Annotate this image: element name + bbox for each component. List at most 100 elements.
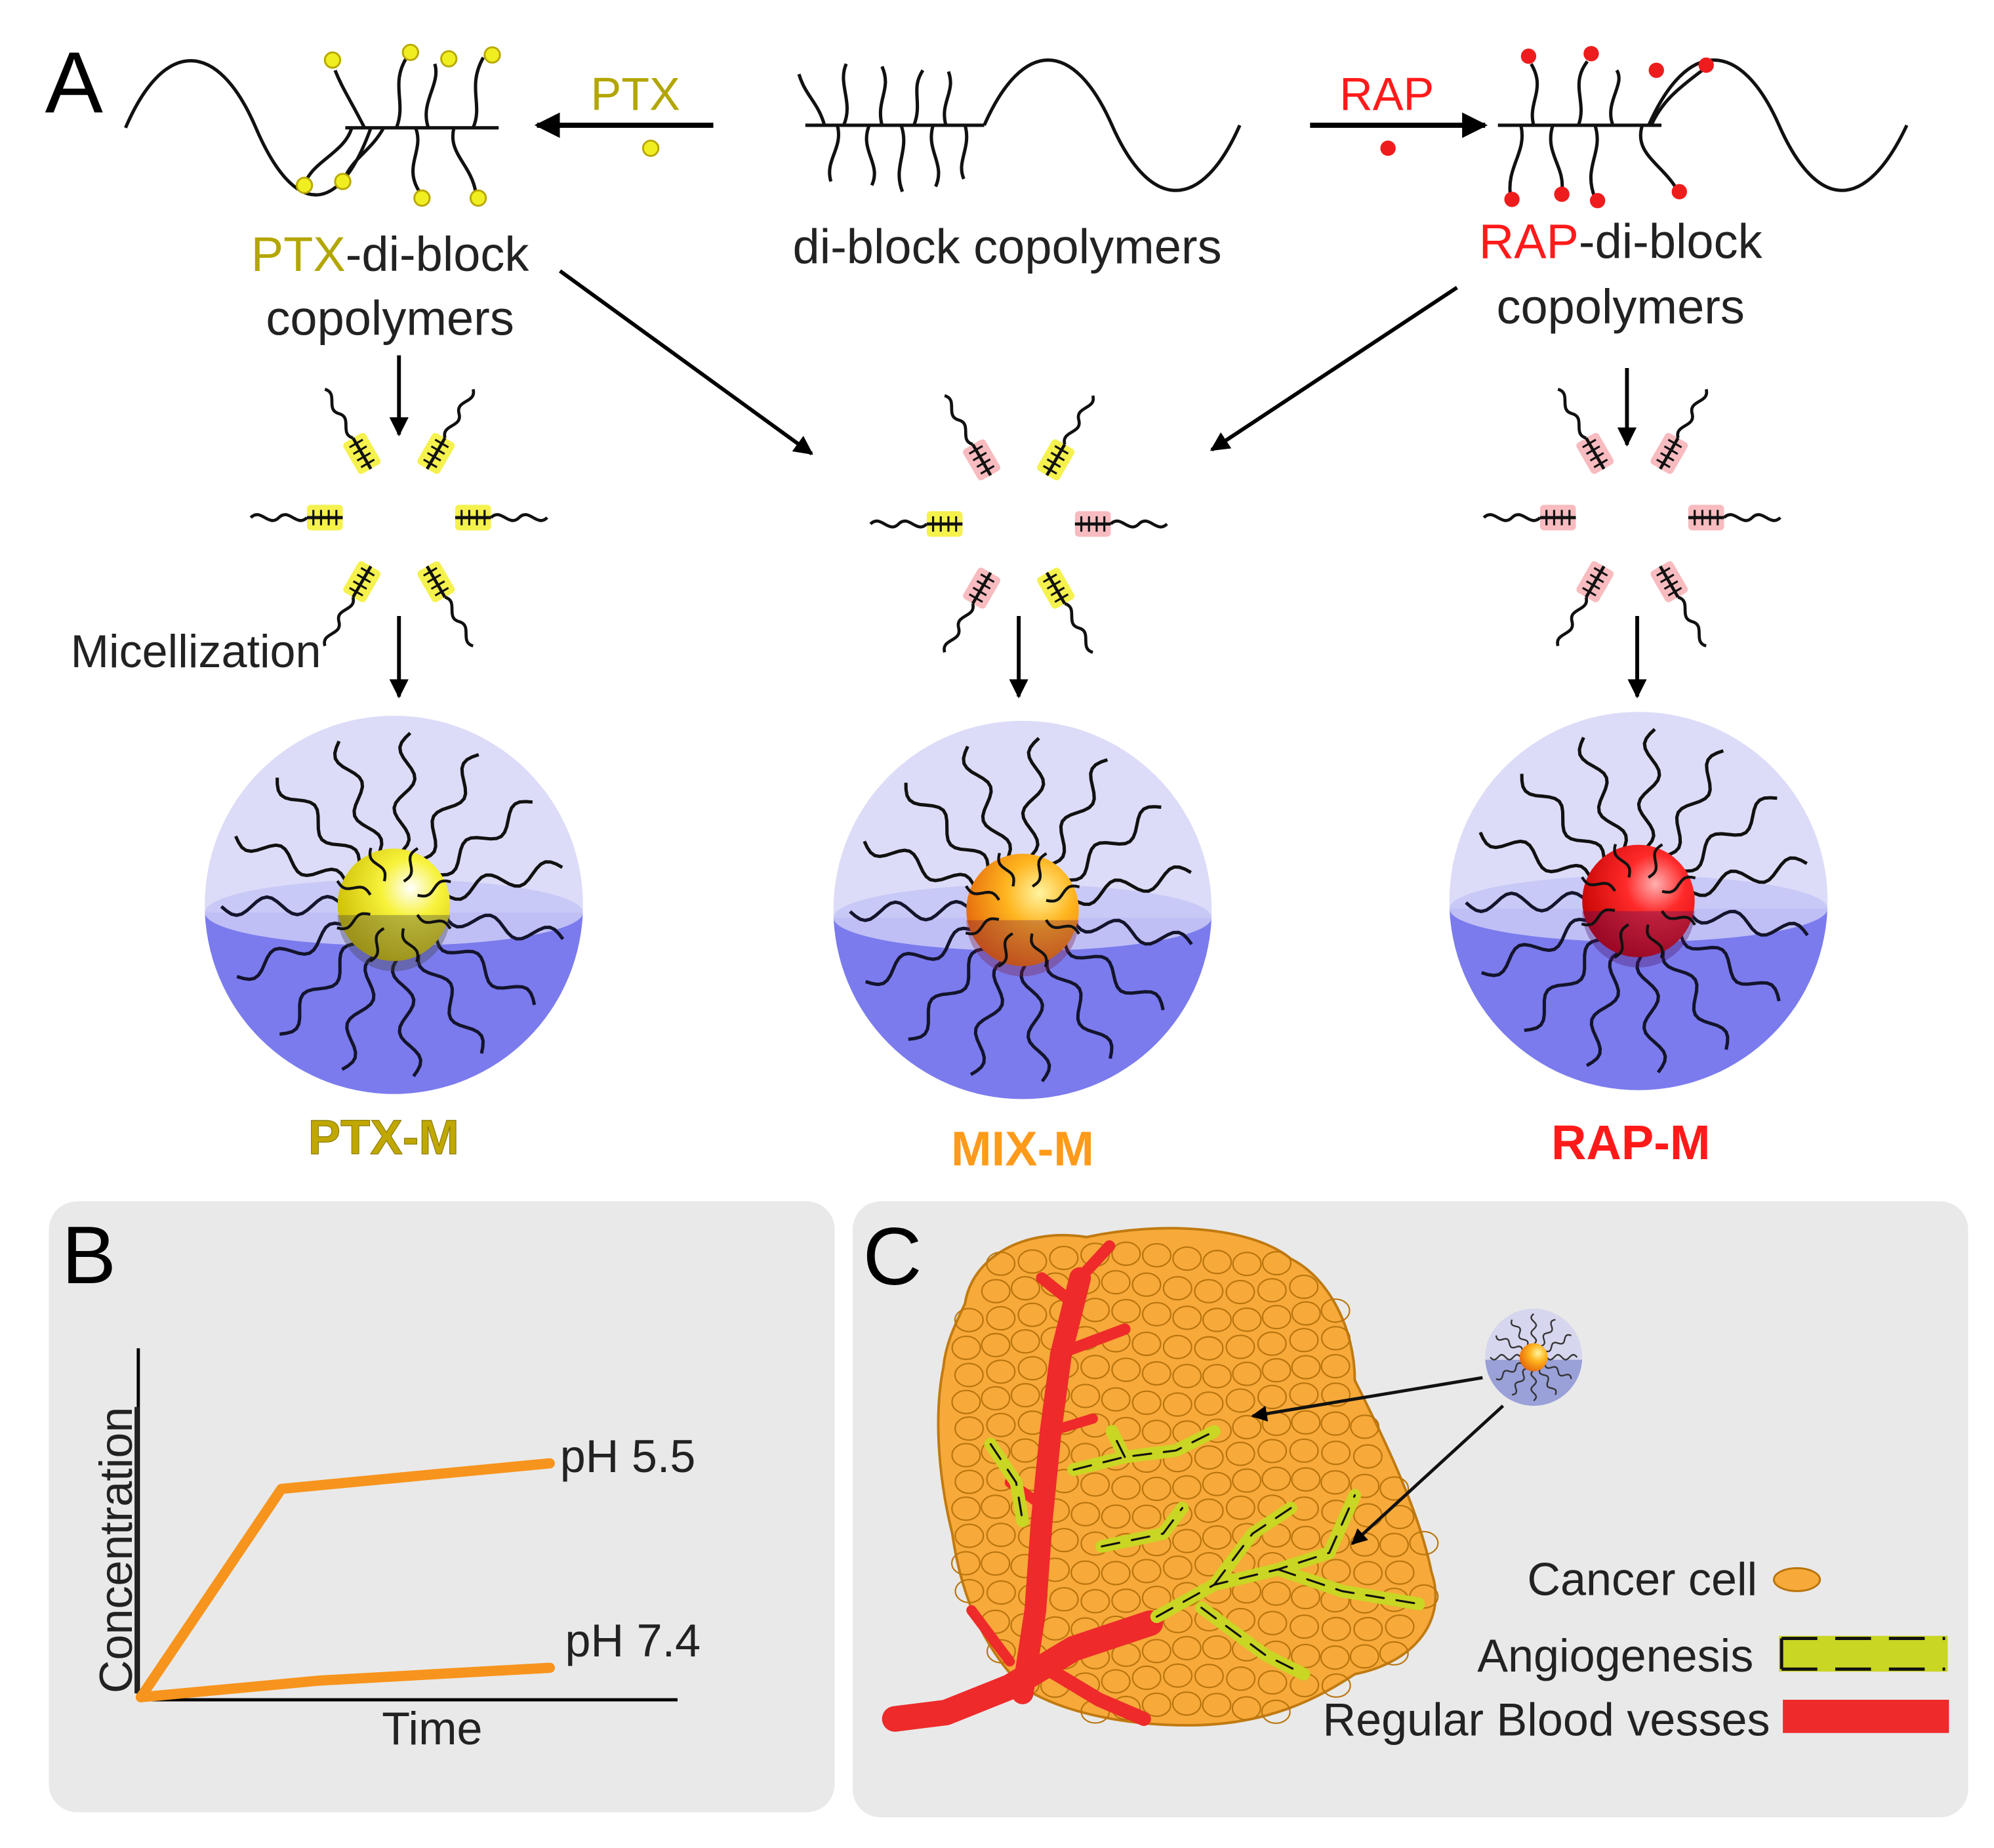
ptx-unimer-cluster xyxy=(249,388,548,647)
core-chain xyxy=(336,880,372,896)
left-label-prefix: PTX xyxy=(251,227,346,281)
cancer-cell xyxy=(1101,1387,1131,1412)
unimer-tail xyxy=(1677,596,1707,647)
cancer-cell xyxy=(1257,1331,1287,1356)
cancer-cell xyxy=(1070,1502,1101,1527)
cancer-cell xyxy=(1321,1673,1351,1698)
unimer-tail xyxy=(1557,388,1587,440)
cancer-cell xyxy=(1379,1532,1409,1557)
panel-b-letter: B xyxy=(62,1210,116,1301)
unimer-tick xyxy=(349,438,363,449)
core-chain xyxy=(965,885,1000,901)
cancer-cell xyxy=(1101,1561,1131,1586)
micelle-core-shadow xyxy=(1582,911,1695,968)
arrow-ptx-to-mix xyxy=(559,269,813,455)
rap-drug-dot xyxy=(1380,140,1396,156)
cancer-cell xyxy=(1261,1305,1292,1330)
corona-chain xyxy=(863,840,977,891)
unimer-tick xyxy=(360,459,375,468)
cancer-cell xyxy=(1194,1498,1224,1523)
unimer xyxy=(943,567,1000,653)
rap-unimer-cluster xyxy=(1482,388,1781,647)
unimer xyxy=(1482,504,1576,531)
unimer xyxy=(1074,511,1168,537)
cancer-cell xyxy=(1289,1438,1319,1463)
cancer-cell xyxy=(1080,1472,1110,1497)
unimer-tick xyxy=(426,452,441,462)
cancer-cell xyxy=(1171,1635,1202,1660)
unimer xyxy=(324,388,381,474)
panel-b: B Concentration Time pH 5.5 pH 7.4 xyxy=(49,1201,835,1813)
corona-chain xyxy=(1577,737,1629,853)
unimer-tick xyxy=(1585,580,1600,590)
cancer-cell xyxy=(1257,1670,1288,1695)
cancer-cell xyxy=(1049,1245,1079,1271)
cancer-cell xyxy=(1225,1334,1255,1359)
cancer-cell xyxy=(1290,1584,1320,1610)
small-chain xyxy=(1530,1369,1537,1401)
cancer-cell xyxy=(986,1580,1016,1605)
blood-vessel-swatch xyxy=(1783,1700,1949,1733)
cancer-cell xyxy=(986,1359,1016,1384)
corona-chain xyxy=(220,895,344,917)
cancer-cell xyxy=(1353,1444,1383,1469)
cancer-cell xyxy=(1232,1468,1262,1493)
legend-angiogenesis: Angiogenesis xyxy=(1477,1630,1753,1681)
corona-chain xyxy=(969,957,1008,1077)
cancer-cell xyxy=(1290,1614,1320,1639)
corona-chain xyxy=(1663,749,1724,859)
unimer-tick xyxy=(1042,573,1057,583)
corona-chain xyxy=(275,777,361,867)
corona-chain xyxy=(1524,937,1605,1033)
cancer-cell xyxy=(1385,1560,1415,1585)
cancer-cell xyxy=(1202,1635,1232,1660)
cancer-cell xyxy=(1291,1467,1321,1492)
unimer-tick xyxy=(1593,459,1608,468)
cancer-cell xyxy=(950,1551,981,1576)
corona-chain xyxy=(390,955,422,1077)
cancer-cell xyxy=(954,1523,985,1548)
cancer-cell xyxy=(1049,1587,1079,1612)
cancer-cell xyxy=(1379,1476,1410,1501)
corona-chain xyxy=(1520,773,1606,864)
cancer-cell xyxy=(1162,1502,1192,1527)
unimer-tick xyxy=(1667,586,1682,597)
corona-chain xyxy=(1661,945,1730,1050)
cancer-cell xyxy=(1194,1336,1224,1361)
legend-regular-blood-vessels: Regular Blood vesses xyxy=(1322,1694,1770,1746)
rap-diblock-copolymer xyxy=(1497,46,1909,209)
unimer xyxy=(249,504,343,531)
cancer-cell xyxy=(1289,1328,1319,1353)
corona-chain xyxy=(908,946,989,1041)
unimer-tail xyxy=(323,596,356,647)
corona-chain xyxy=(434,934,537,1006)
unimer xyxy=(1556,561,1614,647)
micelle-label-mix: MIX-M xyxy=(951,1122,1094,1176)
small-chain xyxy=(1510,1319,1529,1347)
cancer-cell xyxy=(1131,1559,1162,1584)
ptx-drug-dot xyxy=(641,139,660,157)
angiogenesis-swatch xyxy=(1779,1635,1948,1672)
cancer-cell xyxy=(1226,1666,1256,1691)
small-chain xyxy=(1511,1367,1528,1396)
corona-chain xyxy=(1019,959,1051,1082)
cancer-cell xyxy=(1320,1353,1351,1379)
unimer-tick xyxy=(1589,573,1604,583)
cancer-cell xyxy=(1261,1358,1292,1383)
unimer-tick xyxy=(356,573,371,583)
cancer-cell xyxy=(1080,1355,1110,1380)
cancer-cell xyxy=(1171,1691,1202,1716)
cancer-cell xyxy=(1231,1696,1261,1721)
cancer-cell xyxy=(1202,1307,1232,1332)
ptx-micelle xyxy=(205,715,583,1094)
cancer-cell xyxy=(1131,1665,1162,1691)
cancer-cell xyxy=(981,1279,1011,1304)
corona-chain xyxy=(1063,805,1162,882)
unimer-tick xyxy=(968,445,983,455)
corona-chain xyxy=(962,745,1013,863)
regular-blood-vessels xyxy=(882,1240,1164,1732)
unimer-tick xyxy=(1050,451,1065,462)
curve-ph-5-5 xyxy=(135,1458,555,1702)
unimer-tick xyxy=(1582,438,1597,449)
